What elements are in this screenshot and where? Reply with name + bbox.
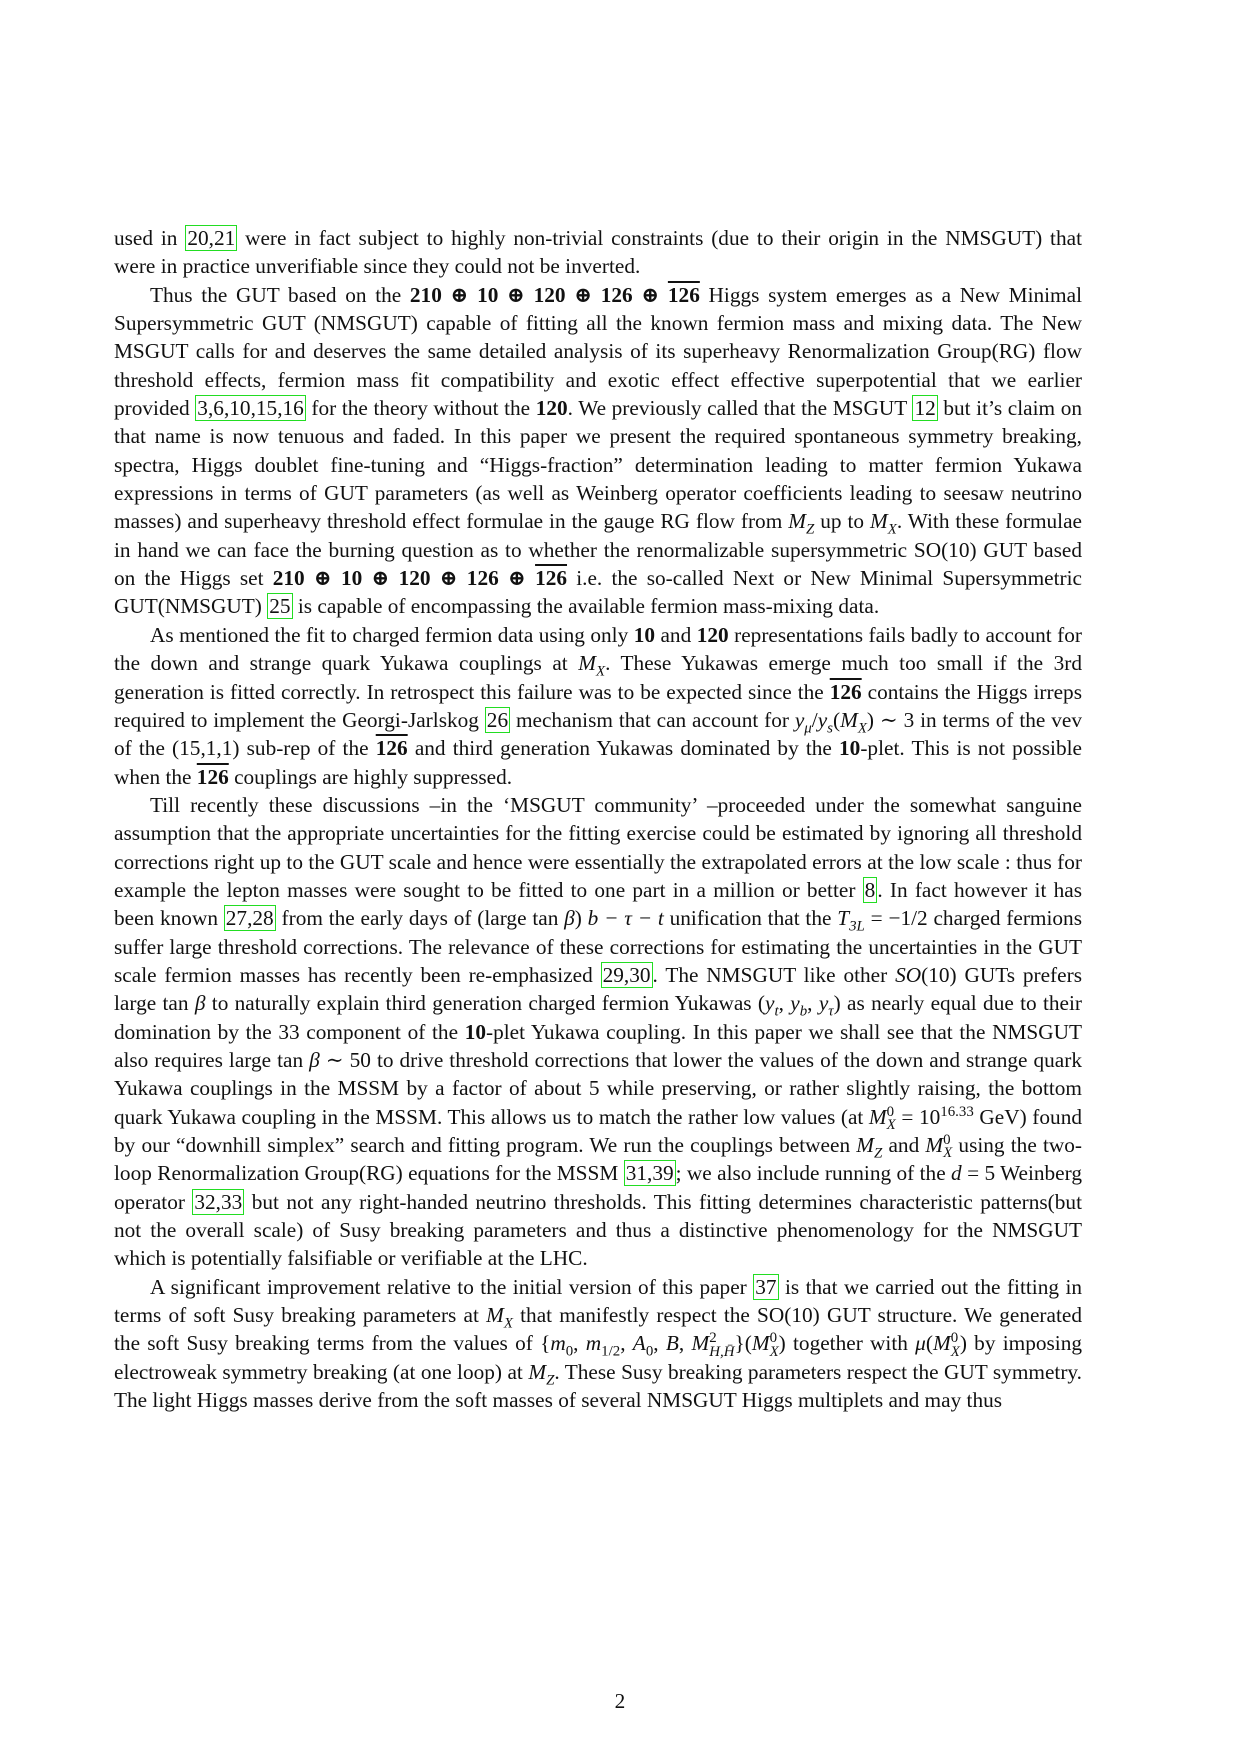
citation-link[interactable]: 29,30 xyxy=(600,961,653,988)
citation-link[interactable]: 3,6,10,15,16 xyxy=(195,395,306,422)
citation-link[interactable]: 20,21 xyxy=(185,225,238,251)
paragraph-4: Till recently these discussions –in the … xyxy=(114,792,1083,1271)
higgs-set: 210 ⊕ 10 ⊕ 120 ⊕ 126 ⊕ 126 xyxy=(272,566,568,591)
paper-body: used in 20,21 were in fact subject to hi… xyxy=(114,224,1082,1414)
citation-link[interactable]: 8 xyxy=(862,876,878,903)
citation-link[interactable]: 25 xyxy=(267,593,293,620)
paragraph-2: Thus the GUT based on the 210 ⊕ 10 ⊕ 120… xyxy=(114,282,1082,620)
citation-link[interactable]: 12 xyxy=(912,395,938,422)
higgs-set: 210 ⊕ 10 ⊕ 120 ⊕ 126 ⊕ 126 xyxy=(409,282,700,307)
citation-link[interactable]: 27,28 xyxy=(223,905,276,932)
citation-link[interactable]: 26 xyxy=(484,706,511,733)
citation-link[interactable]: 37 xyxy=(753,1273,779,1300)
paragraph-5: A significant improvement relative to th… xyxy=(114,1273,1083,1413)
citation-link[interactable]: 32,33 xyxy=(192,1188,245,1215)
paragraph-3: As mentioned the fit to charged fermion … xyxy=(114,622,1082,789)
page-number: 2 xyxy=(614,1689,626,1713)
citation-link[interactable]: 31,39 xyxy=(623,1160,676,1187)
paragraph-1: used in 20,21 were in fact subject to hi… xyxy=(114,225,1082,279)
